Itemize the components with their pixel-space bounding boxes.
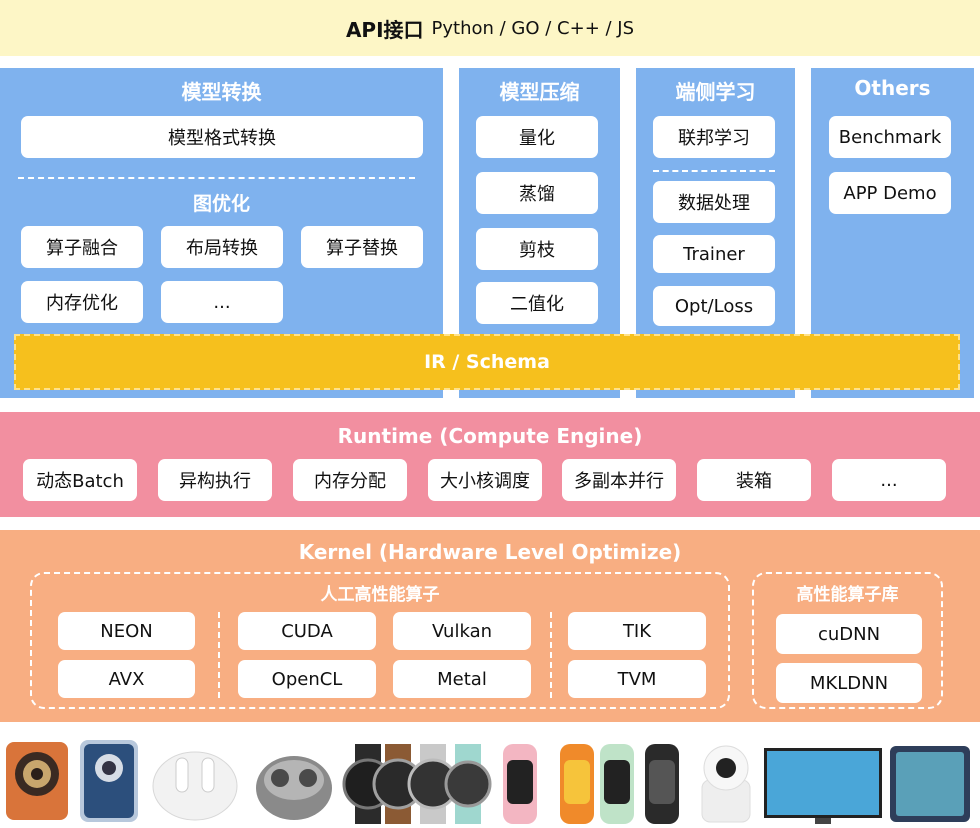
trainer-box: Trainer	[653, 235, 775, 273]
distillation-box: 蒸馏	[476, 172, 598, 214]
phone-icon	[80, 740, 138, 822]
metal-box: Metal	[393, 660, 531, 698]
others-title: Others	[854, 76, 931, 100]
app-demo-box: APP Demo	[829, 172, 951, 214]
cudnn-box: cuDNN	[776, 614, 922, 654]
tik-box: TIK	[568, 612, 706, 650]
camera-icon	[701, 745, 751, 823]
cuda-box: CUDA	[238, 612, 376, 650]
divider	[550, 612, 552, 698]
ir-schema-band: IR / Schema	[14, 334, 960, 390]
tvm-box: TVM	[568, 660, 706, 698]
runtime-item: ...	[832, 459, 946, 501]
opencl-box: OpenCL	[238, 660, 376, 698]
vulkan-box: Vulkan	[393, 612, 531, 650]
phone-icon	[6, 742, 68, 820]
model-format-convert-box: 模型格式转换	[21, 116, 423, 158]
quantization-box: 量化	[476, 116, 598, 158]
divider	[653, 170, 775, 172]
runtime-item: 大小核调度	[428, 459, 542, 501]
mkldnn-box: MKLDNN	[776, 663, 922, 703]
avx-box: AVX	[58, 660, 195, 698]
manual-ops-title: 人工高性能算子	[320, 585, 440, 605]
op-replace-box: 算子替换	[301, 226, 423, 268]
op-fusion-box: 算子融合	[21, 226, 143, 268]
model-convert-title: 模型转换	[181, 80, 262, 104]
neon-box: NEON	[58, 612, 195, 650]
memory-optimize-box: 内存优化	[21, 281, 143, 323]
api-title: API接口	[345, 17, 424, 42]
layout-convert-box: 布局转换	[161, 226, 283, 268]
binarization-box: 二值化	[476, 282, 598, 324]
band-icon	[503, 744, 679, 824]
op-library-title: 高性能算子库	[796, 585, 899, 605]
watch-icon	[342, 744, 492, 824]
more-box: ...	[161, 281, 283, 323]
earbuds-icon	[256, 756, 332, 820]
api-bar	[0, 0, 980, 56]
kernel-title: Kernel (Hardware Level Optimize)	[298, 540, 682, 564]
manual-ops-group	[30, 572, 730, 709]
api-languages: Python / GO / C++ / JS	[431, 17, 635, 39]
runtime-item: 异构执行	[158, 459, 272, 501]
runtime-item: 多副本并行	[562, 459, 676, 501]
tablet-icon	[890, 746, 970, 822]
runtime-title: Runtime (Compute Engine)	[337, 424, 643, 448]
earbuds-icon	[152, 751, 238, 821]
op-library-group	[752, 572, 943, 709]
runtime-item: 内存分配	[293, 459, 407, 501]
data-processing-box: 数据处理	[653, 181, 775, 223]
devices-illustration	[6, 740, 970, 824]
runtime-item: 装箱	[697, 459, 811, 501]
runtime-item: 动态Batch	[23, 459, 137, 501]
edge-learning-title: 端侧学习	[675, 80, 756, 104]
tv-icon	[764, 748, 882, 824]
divider	[218, 612, 220, 698]
opt-loss-box: Opt/Loss	[653, 286, 775, 326]
divider	[18, 177, 415, 179]
pruning-box: 剪枝	[476, 228, 598, 270]
federated-learning-box: 联邦学习	[653, 116, 775, 158]
model-compress-title: 模型压缩	[499, 80, 580, 104]
benchmark-box: Benchmark	[829, 116, 951, 158]
graph-optimize-title: 图优化	[192, 193, 250, 215]
api-header: API接口 Python / GO / C++ / JS	[0, 0, 980, 56]
device-strip	[0, 730, 980, 828]
